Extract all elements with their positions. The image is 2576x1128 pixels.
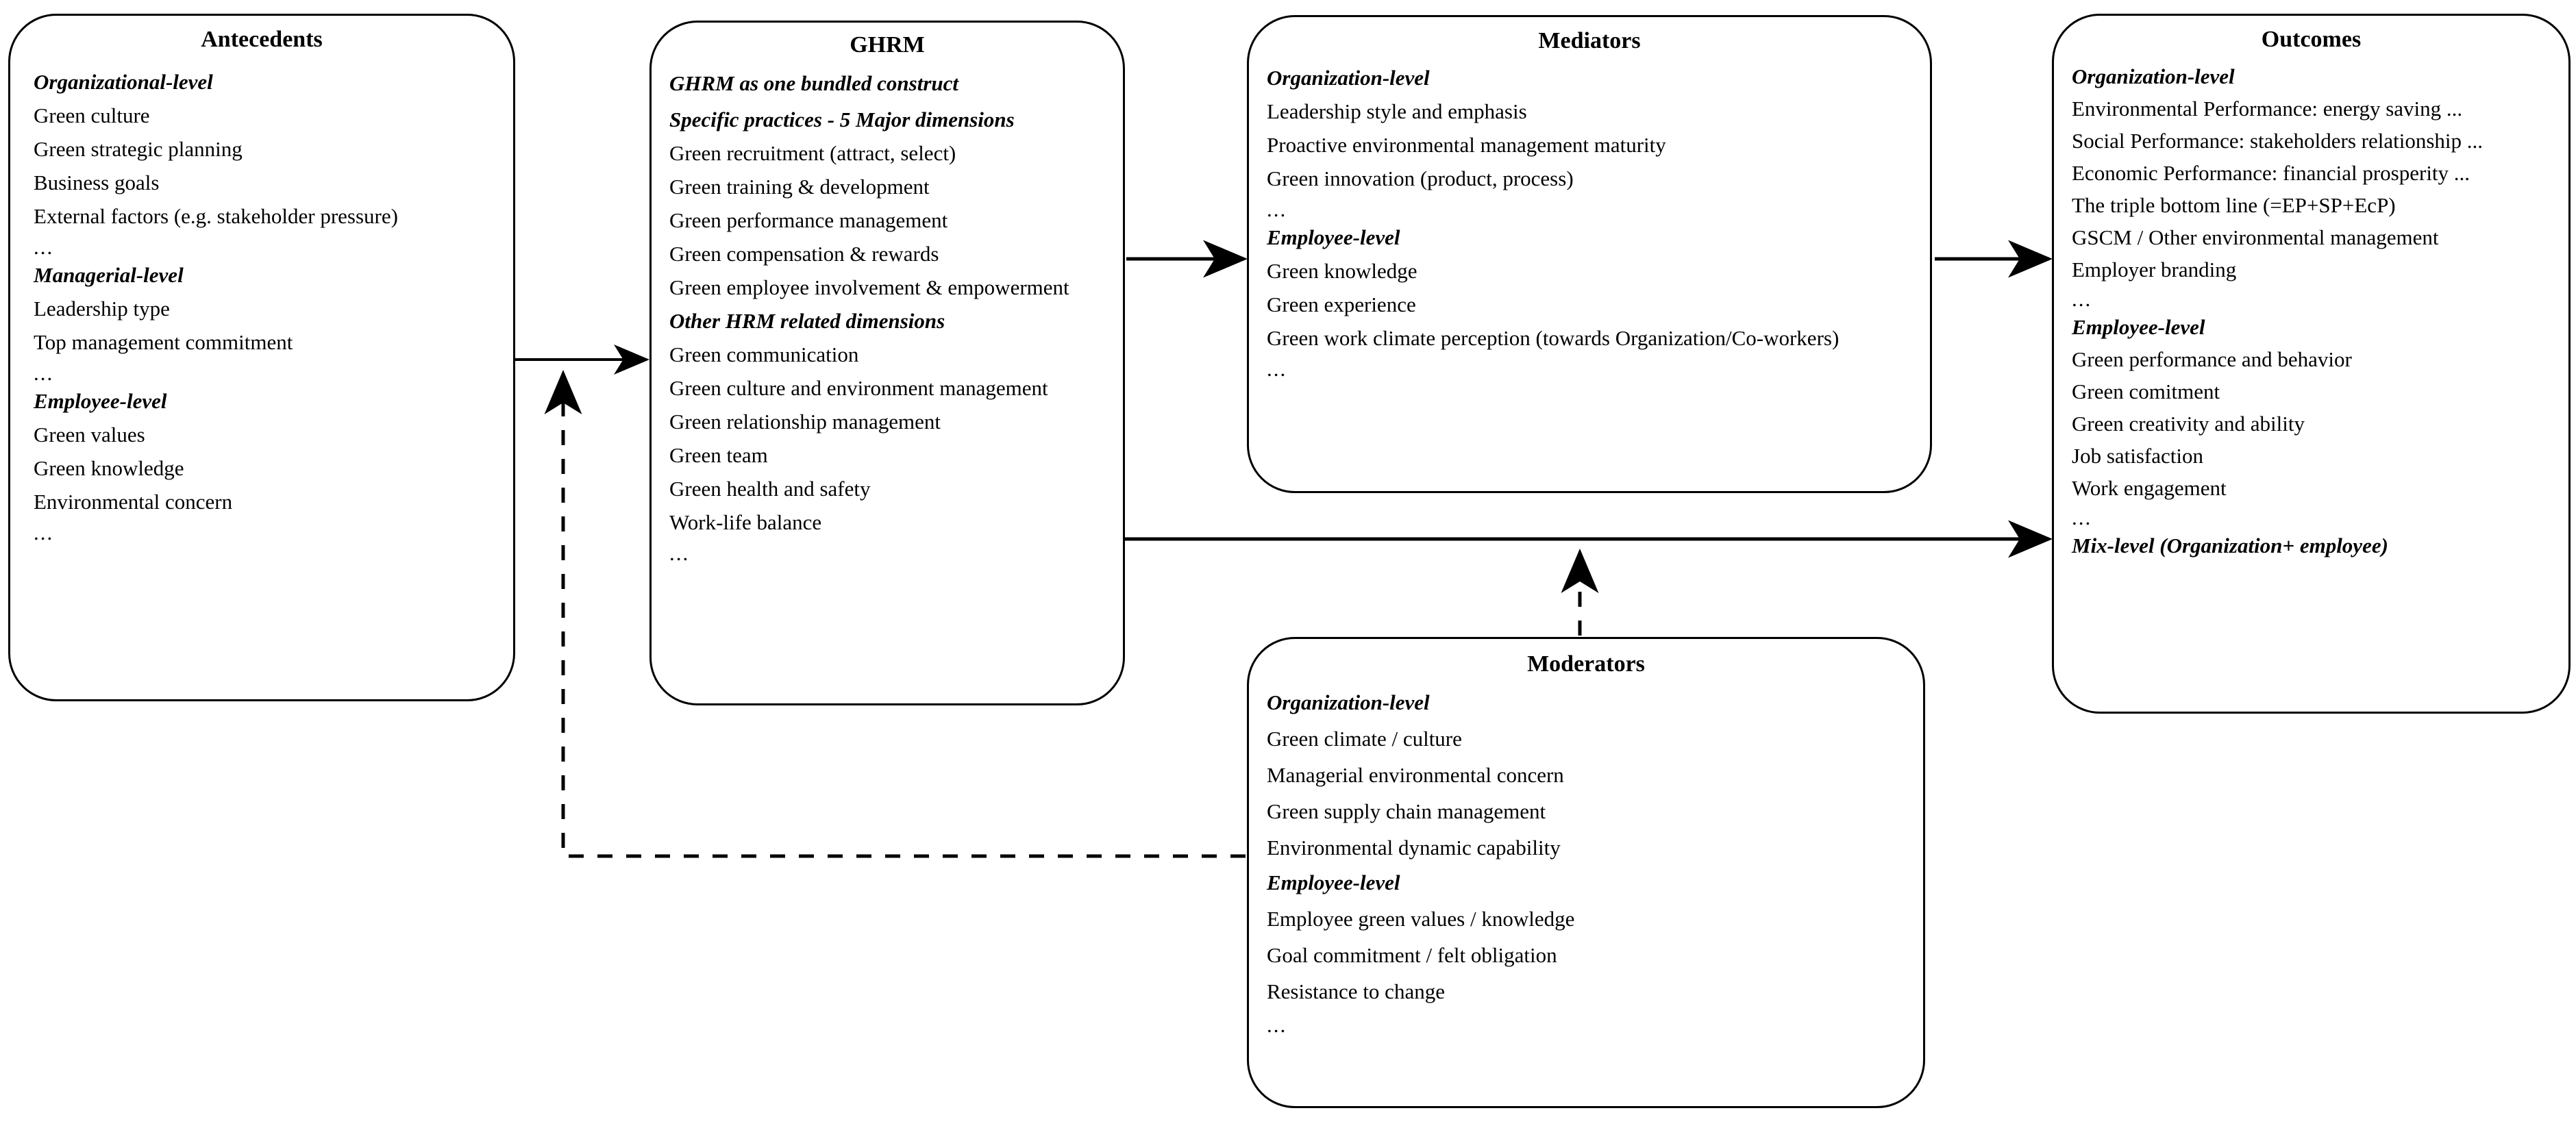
list-item: ... bbox=[34, 235, 54, 260]
list-item: Top management commitment bbox=[34, 330, 293, 355]
outcomes-title: Outcomes bbox=[2261, 27, 2362, 52]
list-item: Mix-level (Organization+ employee) bbox=[2072, 534, 2388, 558]
list-item: Green knowledge bbox=[1267, 259, 1417, 284]
list-item: Economic Performance: financial prosperi… bbox=[2072, 161, 2470, 186]
list-item: External factors (e.g. stakeholder press… bbox=[34, 204, 398, 229]
list-item: Organization-level bbox=[1267, 66, 1430, 90]
list-item: ... bbox=[2072, 505, 2092, 530]
list-item: Organization-level bbox=[1267, 690, 1430, 715]
list-item: Goal commitment / felt obligation bbox=[1267, 943, 1557, 968]
list-item: GSCM / Other environmental management bbox=[2072, 225, 2439, 250]
ghrm-title: GHRM bbox=[850, 32, 925, 58]
list-item: Green recruitment (attract, select) bbox=[669, 141, 956, 166]
list-item: Green knowledge bbox=[34, 456, 184, 481]
list-item: Green health and safety bbox=[669, 477, 871, 501]
outcomes-list: Organization-level Environmental Perform… bbox=[2054, 66, 2568, 556]
list-item: Job satisfaction bbox=[2072, 444, 2203, 468]
list-item: GHRM as one bundled construct bbox=[669, 71, 959, 96]
list-item: ... bbox=[1267, 357, 1287, 381]
list-item: Specific practices - 5 Major dimensions bbox=[669, 108, 1015, 132]
list-item: Green performance and behavior bbox=[2072, 347, 2352, 372]
list-item: Organization-level bbox=[2072, 64, 2235, 89]
list-item: ... bbox=[2072, 287, 2092, 312]
list-item: Green climate / culture bbox=[1267, 727, 1462, 751]
list-item: Employee-level bbox=[1267, 225, 1400, 250]
list-item: Environmental Performance: energy saving… bbox=[2072, 97, 2463, 121]
list-item: Business goals bbox=[34, 171, 160, 195]
list-item: Green compensation & rewards bbox=[669, 242, 939, 266]
box-moderators[interactable]: Moderators Organization-level Green clim… bbox=[1247, 637, 1925, 1108]
list-item: The triple bottom line (=EP+SP+EcP) bbox=[2072, 193, 2396, 218]
list-item: Employee green values / knowledge bbox=[1267, 907, 1575, 931]
list-item: Green performance management bbox=[669, 208, 948, 233]
list-item: ... bbox=[1267, 197, 1287, 222]
list-item: Green culture bbox=[34, 103, 150, 128]
list-item: Green values bbox=[34, 423, 145, 447]
list-item: Environmental concern bbox=[34, 490, 233, 514]
list-item: Green strategic planning bbox=[34, 137, 243, 162]
list-item: Social Performance: stakeholders relatio… bbox=[2072, 129, 2484, 153]
list-item: Environmental dynamic capability bbox=[1267, 836, 1561, 860]
list-item: Green training & development bbox=[669, 175, 930, 199]
list-item: Green innovation (product, process) bbox=[1267, 166, 1574, 191]
list-item: ... bbox=[669, 541, 690, 566]
list-item: ... bbox=[34, 521, 54, 545]
list-item: Green creativity and ability bbox=[2072, 412, 2305, 436]
list-item: Managerial-level bbox=[34, 263, 184, 288]
box-antecedents[interactable]: Antecedents Organizational-level Green c… bbox=[8, 14, 515, 701]
list-item: Employee-level bbox=[2072, 315, 2205, 340]
box-mediators[interactable]: Mediators Organization-level Leadership … bbox=[1247, 15, 1932, 493]
list-item: Leadership style and emphasis bbox=[1267, 99, 1527, 124]
list-item: Green culture and environment management bbox=[669, 376, 1048, 401]
list-item: Employer branding bbox=[2072, 258, 2237, 282]
box-outcomes[interactable]: Outcomes Organization-level Environmenta… bbox=[2052, 14, 2571, 714]
mediators-list: Organization-level Leadership style and … bbox=[1249, 67, 1930, 379]
list-item: Employee-level bbox=[34, 389, 167, 414]
moderators-list: Organization-level Green climate / cultu… bbox=[1249, 692, 1923, 1036]
list-item: Green experience bbox=[1267, 292, 1416, 317]
antecedents-title: Antecedents bbox=[201, 27, 323, 52]
list-item: Organizational-level bbox=[34, 70, 213, 95]
list-item: Green employee involvement & empowerment bbox=[669, 275, 1069, 300]
moderators-title: Moderators bbox=[1527, 651, 1645, 677]
list-item: Green team bbox=[669, 443, 768, 468]
list-item: Managerial environmental concern bbox=[1267, 763, 1564, 788]
ghrm-list: GHRM as one bundled construct Specific p… bbox=[652, 73, 1123, 564]
list-item: Resistance to change bbox=[1267, 979, 1445, 1004]
list-item: Leadership type bbox=[34, 297, 170, 321]
list-item: Proactive environmental management matur… bbox=[1267, 133, 1666, 158]
list-item: Green work climate perception (towards O… bbox=[1267, 326, 1840, 351]
list-item: Green supply chain management bbox=[1267, 799, 1546, 824]
list-item: Employee-level bbox=[1267, 870, 1400, 895]
list-item: ... bbox=[1267, 1013, 1287, 1038]
list-item: Green communication bbox=[669, 342, 859, 367]
list-item: Green comitment bbox=[2072, 379, 2220, 404]
list-item: Other HRM related dimensions bbox=[669, 309, 945, 334]
mediators-title: Mediators bbox=[1538, 28, 1641, 53]
list-item: Work-life balance bbox=[669, 510, 822, 535]
list-item: ... bbox=[34, 361, 54, 386]
list-item: Work engagement bbox=[2072, 476, 2227, 501]
box-ghrm[interactable]: GHRM GHRM as one bundled construct Speci… bbox=[649, 21, 1125, 705]
antecedents-list: Organizational-level Green culture Green… bbox=[10, 71, 513, 543]
list-item: Green relationship management bbox=[669, 410, 941, 434]
